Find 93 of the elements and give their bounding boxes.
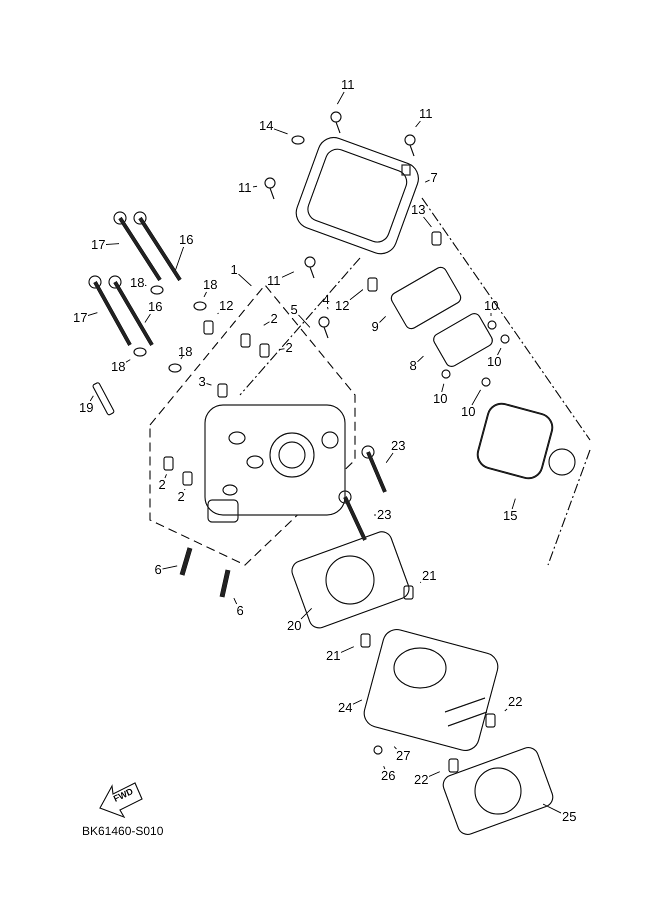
callout-number: 2 (286, 341, 293, 355)
leader-line (374, 514, 376, 516)
callout-number: 18 (203, 278, 218, 292)
leader-line (428, 771, 440, 777)
leader-line (263, 321, 270, 326)
callout-number: 2 (270, 312, 278, 326)
leader-line (497, 348, 502, 356)
leader-line (352, 699, 362, 705)
leader-line (184, 488, 186, 490)
callout-number: 21 (326, 649, 340, 663)
callout-number: 18 (111, 360, 126, 374)
leader-line (126, 359, 131, 363)
leader-line (233, 598, 238, 604)
callout-number: 11 (419, 107, 432, 121)
leader-line (252, 186, 258, 188)
callout-number: 21 (422, 569, 436, 583)
callout-number: 22 (414, 773, 428, 787)
callout-number: 6 (154, 563, 162, 577)
leader-line (490, 312, 492, 316)
leader-line (383, 766, 386, 770)
callout-number: 8 (410, 359, 417, 373)
callout-number: 3 (198, 375, 206, 389)
leader-line (90, 395, 94, 402)
callout-number: 23 (377, 508, 392, 522)
callout-number: 24 (338, 701, 352, 715)
callout-number: 10 (487, 355, 502, 369)
callout-number: 10 (484, 299, 498, 313)
leader-line (204, 292, 207, 298)
callout-number: 11 (267, 274, 280, 288)
callout-number: 7 (430, 171, 438, 185)
callout-number: 10 (433, 392, 448, 406)
callout-number: 17 (73, 311, 88, 325)
callout-number: 4 (322, 293, 330, 307)
leader-line (180, 356, 184, 360)
leader-line (417, 356, 424, 362)
callout-number: 18 (178, 345, 192, 359)
leader-line (424, 180, 430, 183)
callout-number: 17 (91, 238, 106, 252)
leader-line (298, 314, 310, 328)
leader-line (217, 312, 219, 314)
leader-line (106, 243, 120, 245)
callout-number: 26 (381, 769, 396, 783)
callout-number: 10 (461, 405, 476, 419)
callout-number: 12 (219, 299, 234, 313)
callout-number: 16 (148, 300, 162, 314)
leader-line (441, 383, 444, 392)
direction-label: FWD (112, 786, 135, 804)
callout-number: 2 (178, 490, 185, 504)
leader-line (327, 306, 329, 310)
callout-number: 25 (562, 810, 576, 824)
leader-line (274, 128, 288, 134)
callout-number: 19 (79, 401, 94, 415)
callout-number: 15 (503, 509, 518, 523)
callout-number: 9 (372, 320, 379, 334)
leader-line (504, 708, 508, 712)
callout-number: 16 (179, 233, 194, 247)
leader-line (350, 289, 364, 300)
callout-number: 2 (158, 478, 166, 492)
callout-number: 5 (290, 303, 298, 317)
leader-line (415, 120, 421, 128)
callout-number: 1 (230, 263, 238, 277)
callout-number: 13 (411, 203, 426, 217)
callout-number: 20 (287, 619, 302, 633)
leader-line (88, 312, 98, 316)
callout-number: 22 (508, 695, 522, 709)
leader-line (336, 92, 345, 105)
leader-line (174, 246, 184, 272)
callout-number: 11 (341, 78, 354, 92)
leader-line (144, 314, 151, 323)
drawing-code: BK61460-S010 (82, 824, 164, 838)
leader-line (340, 646, 354, 653)
leader-line (423, 216, 432, 228)
leader-line (282, 271, 294, 278)
callout-number: 11 (238, 181, 252, 195)
leader-line (386, 452, 394, 464)
leader-line (206, 383, 212, 386)
callout-number: 14 (259, 119, 274, 133)
leader-line (278, 348, 285, 350)
leader-line (164, 474, 167, 478)
leader-line (379, 316, 386, 323)
leader-line (238, 274, 252, 286)
leader-line (542, 804, 562, 814)
callout-number: 18 (130, 276, 144, 290)
leader-line (300, 608, 312, 620)
callout-number: 12 (335, 299, 350, 313)
leader-line (471, 389, 482, 406)
callout-number: 23 (391, 439, 406, 453)
callout-number: 27 (396, 749, 410, 763)
leader-line (512, 498, 516, 510)
callout-number: 6 (236, 604, 244, 618)
leader-line (394, 746, 397, 750)
leader-line (162, 565, 178, 570)
leader-line (420, 582, 422, 584)
